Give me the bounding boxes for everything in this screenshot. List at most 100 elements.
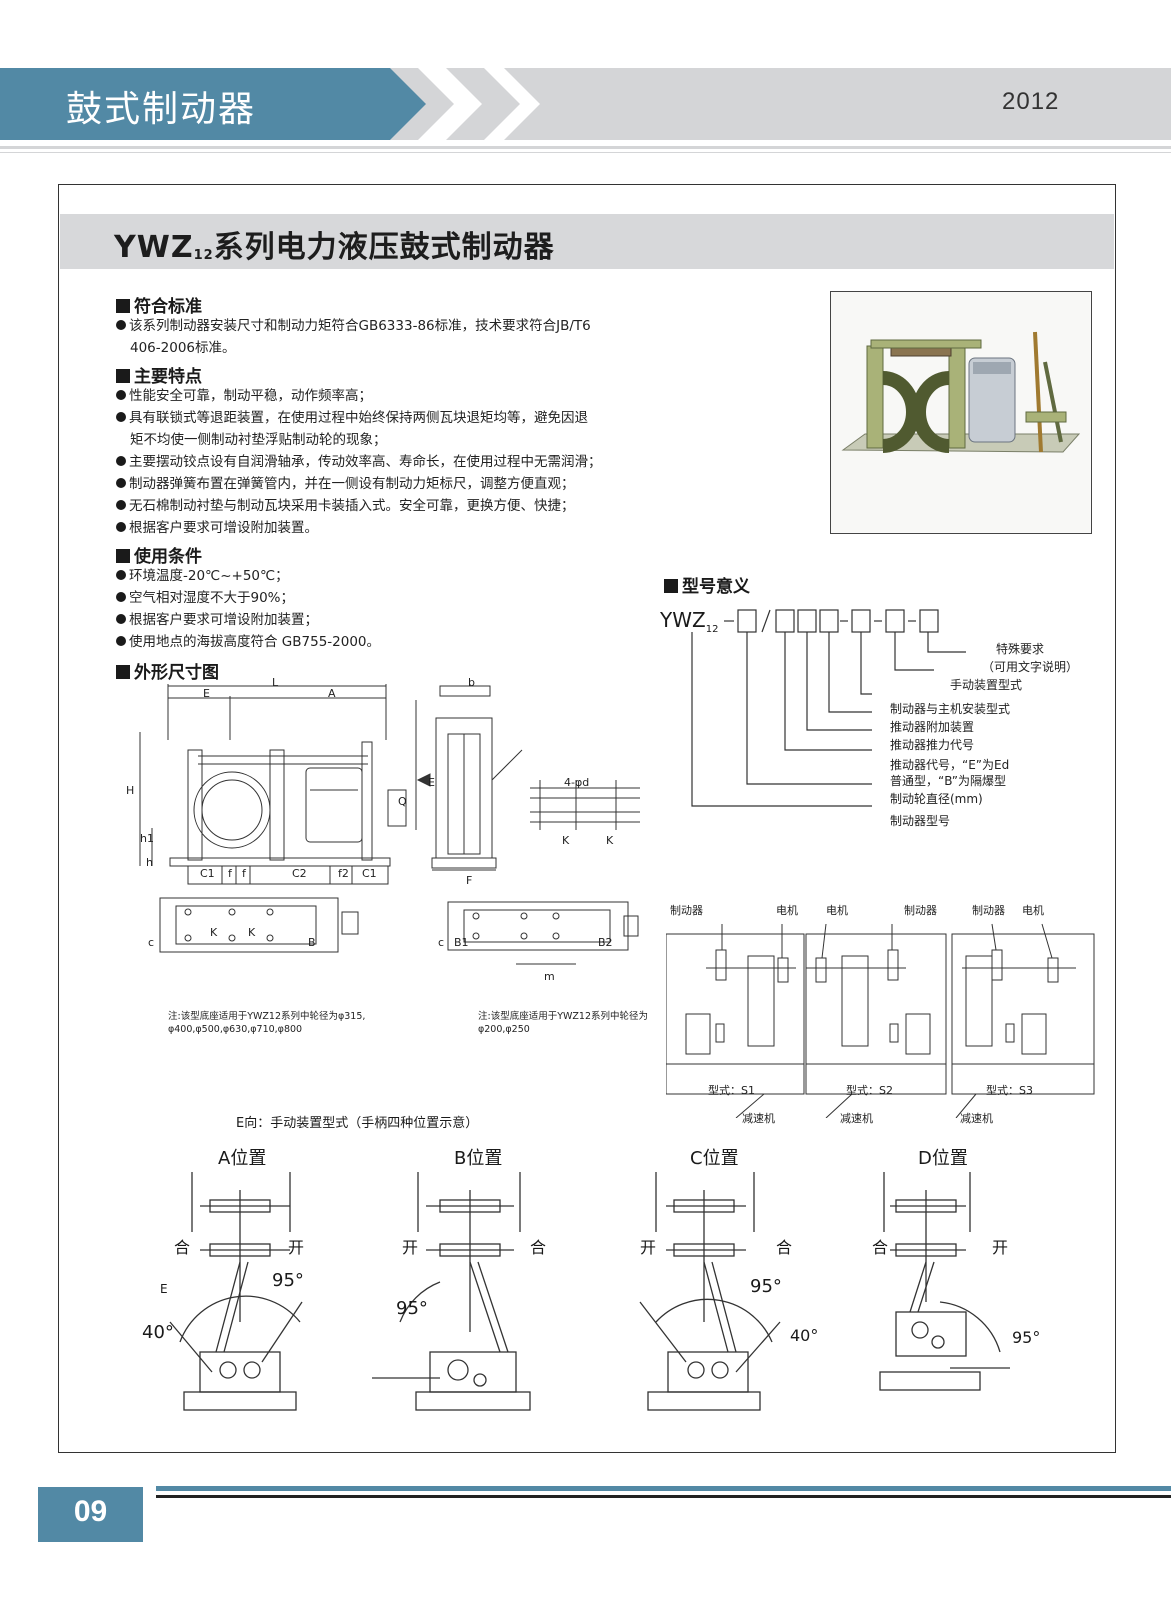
position-a-drawing bbox=[169, 1172, 303, 1411]
dim-label: h bbox=[146, 856, 153, 869]
heading-standard-label: 符合标准 bbox=[134, 297, 202, 317]
dim-label: F bbox=[466, 874, 473, 887]
bullet-icon bbox=[116, 320, 126, 330]
dim-label: A bbox=[328, 687, 336, 700]
install-label: 电机 bbox=[776, 904, 798, 917]
reducer-label: 减速机 bbox=[960, 1112, 993, 1125]
position-c-angle-40: 40° bbox=[790, 1326, 819, 1345]
position-d-open: 开 bbox=[992, 1238, 1009, 1257]
position-b-title: B位置 bbox=[454, 1148, 503, 1169]
position-b-drawing bbox=[372, 1172, 531, 1411]
list-item: 空气相对湿度不大于90%； bbox=[116, 587, 636, 609]
condition-text: 根据客户要求可增设附加装置； bbox=[129, 612, 318, 628]
list-item: 无石棉制动衬垫与制动瓦块采用卡装插入式。安全可靠，更换方便、快捷； bbox=[116, 495, 756, 517]
dim-label: f bbox=[228, 867, 232, 880]
feature-text: 无石棉制动衬垫与制动瓦块采用卡装插入式。安全可靠，更换方便、快捷； bbox=[129, 498, 575, 514]
dim-label: h1 bbox=[140, 832, 154, 845]
page-number-box bbox=[38, 1487, 143, 1542]
reducer-label: 减速机 bbox=[840, 1112, 873, 1125]
list-item: 该系列制动器安装尺寸和制动力矩符合GB6333-86标准，技术要求符合JB/T6 bbox=[116, 315, 736, 337]
feature-text: 具有联锁式等退距装置，在使用过程中始终保持两侧瓦块退矩均等，避免因退 bbox=[129, 410, 588, 426]
page-title: YWZ12系列电力液压鼓式制动器 bbox=[114, 222, 555, 266]
install-label: 电机 bbox=[826, 904, 848, 917]
dim-label: f bbox=[242, 867, 246, 880]
dim-label: H bbox=[126, 784, 135, 797]
title-prefix: YWZ bbox=[114, 230, 194, 265]
position-a-close: 合 bbox=[174, 1238, 191, 1257]
dimension-drawing bbox=[139, 684, 640, 965]
note-left-line: φ400,φ500,φ630,φ710,φ800 bbox=[168, 1024, 303, 1035]
header-section-title: 鼓式制动器 bbox=[66, 89, 257, 130]
list-item: 制动器弹簧布置在弹簧管内，并在一侧设有制动力矩标尺，调整方便直观； bbox=[116, 473, 756, 495]
install-label: 制动器 bbox=[904, 904, 937, 917]
dim-label: Q bbox=[398, 795, 407, 808]
heading-features-label: 主要特点 bbox=[134, 367, 202, 387]
square-bullet-icon bbox=[116, 299, 130, 313]
bullet-icon bbox=[116, 636, 126, 646]
heading-conditions: 使用条件 bbox=[116, 542, 202, 567]
legend-manual: 手动装置型式 bbox=[950, 678, 1023, 692]
condition-text: 环境温度-20℃~+50℃； bbox=[129, 568, 289, 584]
list-item: 406-2006标准。 bbox=[116, 337, 736, 359]
bullet-icon bbox=[116, 592, 126, 602]
position-a-open: 开 bbox=[288, 1238, 305, 1257]
position-d-close: 合 bbox=[872, 1238, 889, 1257]
dim-label: c bbox=[438, 936, 445, 949]
dim-label: m bbox=[544, 970, 555, 983]
bolt-pattern bbox=[530, 780, 640, 830]
footer-line-accent bbox=[156, 1486, 1171, 1491]
install-type-s2: 型式：S2 bbox=[846, 1084, 893, 1097]
header-divider-thin bbox=[0, 152, 1171, 153]
base-plan-left bbox=[159, 897, 359, 953]
heading-dimensions: 外形尺寸图 bbox=[116, 658, 219, 683]
legend-attach: 推动器附加装置 bbox=[890, 720, 975, 734]
install-type-s1: 型式：S1 bbox=[708, 1084, 755, 1097]
note-right: 注:该型底座适用于YWZ12系列中轮径为 φ200,φ250 bbox=[478, 1010, 648, 1036]
bullet-icon bbox=[116, 412, 126, 422]
square-bullet-icon bbox=[116, 369, 130, 383]
square-bullet-icon bbox=[664, 579, 678, 593]
bullet-icon bbox=[116, 614, 126, 624]
list-item: 根据客户要求可增设附加装置。 bbox=[116, 517, 756, 539]
bullet-icon bbox=[116, 456, 126, 466]
condition-text: 使用地点的海拔高度符合 GB755-2000。 bbox=[129, 634, 381, 650]
position-c-close: 合 bbox=[776, 1238, 793, 1257]
dim-label: E bbox=[203, 687, 210, 700]
heading-model-label: 型号意义 bbox=[682, 577, 750, 597]
position-a-title: A位置 bbox=[218, 1148, 267, 1169]
dim-label: c bbox=[148, 936, 155, 949]
position-b-angle-95: 95° bbox=[396, 1298, 428, 1319]
install-label: 制动器 bbox=[972, 904, 1005, 917]
feature-text: 根据客户要求可增设附加装置。 bbox=[129, 520, 318, 536]
position-c-drawing bbox=[639, 1172, 781, 1411]
model-code-diagram bbox=[691, 609, 966, 807]
position-c-title: C位置 bbox=[690, 1148, 739, 1169]
heading-conditions-label: 使用条件 bbox=[134, 547, 202, 567]
dim-label: C1 bbox=[362, 867, 377, 880]
note-left-line: 注:该型底座适用于YWZ12系列中轮径为φ315, bbox=[168, 1011, 366, 1022]
content-frame bbox=[58, 184, 1116, 1453]
square-bullet-icon bbox=[116, 665, 130, 679]
position-b-open: 开 bbox=[402, 1238, 419, 1257]
bullet-icon bbox=[116, 570, 126, 580]
model-code-sub: 12 bbox=[705, 624, 719, 635]
dim-label: K bbox=[248, 926, 256, 939]
heading-dimensions-label: 外形尺寸图 bbox=[134, 663, 219, 683]
standard-text-2: 406-2006标准。 bbox=[130, 340, 236, 356]
feature-text: 制动器弹簧布置在弹簧管内，并在一侧设有制动力矩标尺，调整方便直观； bbox=[129, 476, 575, 492]
position-b-close: 合 bbox=[530, 1238, 547, 1257]
position-a-angle-95: 95° bbox=[272, 1270, 304, 1291]
model-code-prefix: YWZ bbox=[660, 608, 706, 632]
dim-label: b bbox=[468, 676, 475, 689]
base-plan-right bbox=[447, 901, 639, 965]
dim-label: E bbox=[428, 776, 435, 789]
install-label: 制动器 bbox=[670, 904, 703, 917]
install-label: 电机 bbox=[1022, 904, 1044, 917]
features-list: 性能安全可靠，制动平稳，动作频率高； 具有联锁式等退距装置，在使用过程中始终保持… bbox=[116, 385, 756, 539]
standard-text-1: 该系列制动器安装尺寸和制动力矩符合GB6333-86标准，技术要求符合JB/T6 bbox=[129, 318, 591, 334]
position-c-angle-95: 95° bbox=[750, 1276, 782, 1297]
feature-text: 矩不均使一侧制动衬垫浮贴制动轮的现象； bbox=[130, 432, 387, 448]
install-type-s3: 型式：S3 bbox=[986, 1084, 1033, 1097]
legend-thrust: 推动器推力代号 bbox=[890, 738, 975, 752]
model-code: YWZ12 bbox=[660, 608, 718, 635]
